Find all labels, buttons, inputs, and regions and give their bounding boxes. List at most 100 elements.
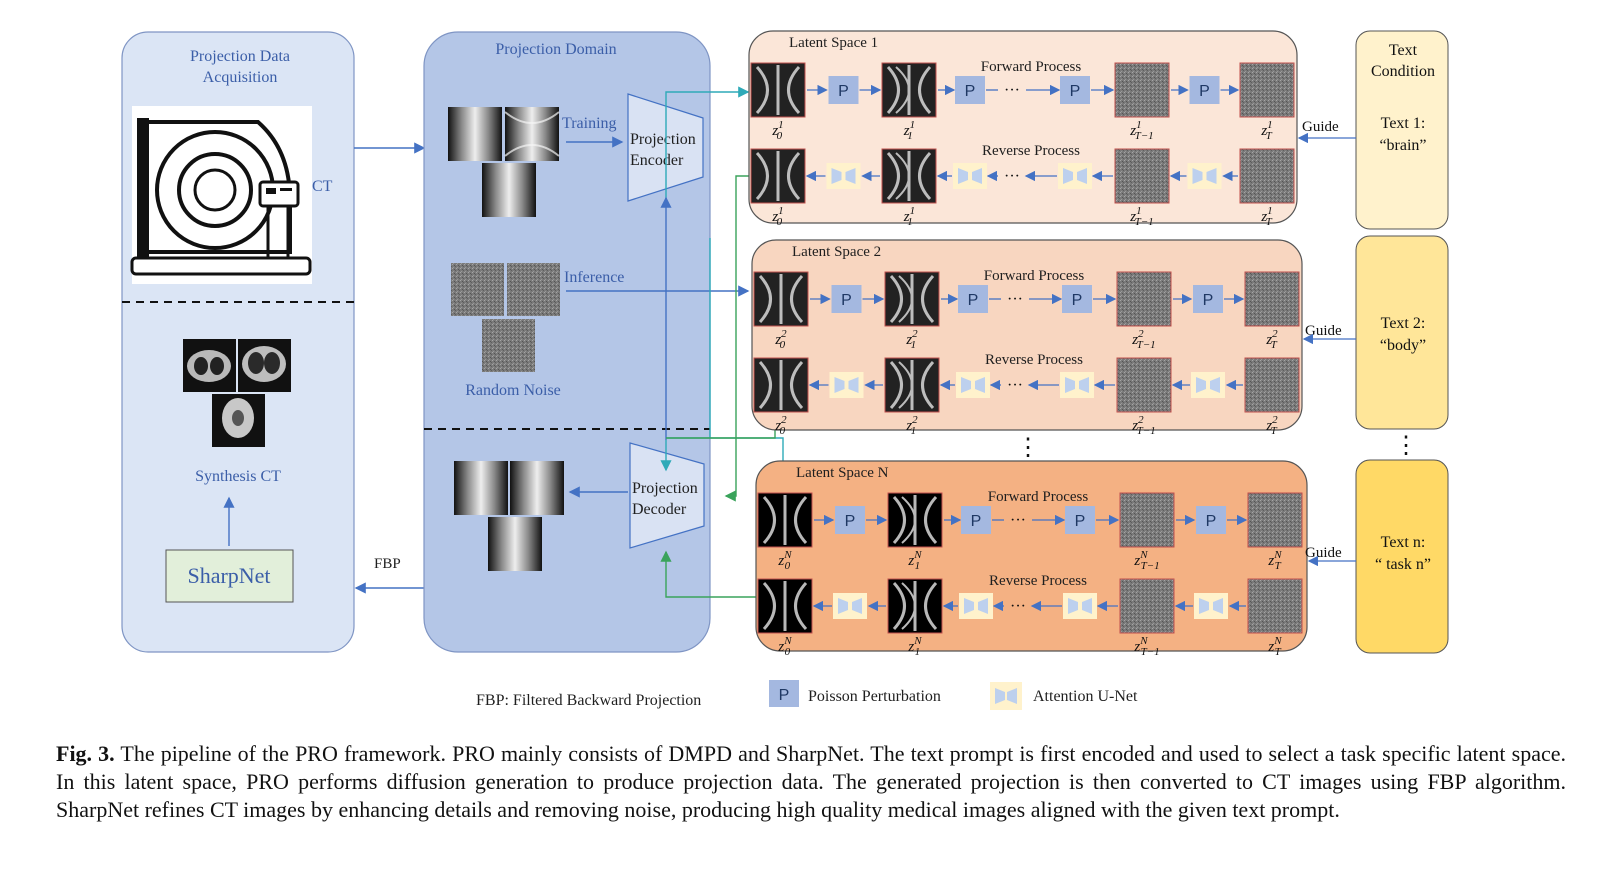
latent-subscript: 1 bbox=[915, 646, 921, 658]
latent-image bbox=[1244, 271, 1300, 327]
latent-subscript: T−1 bbox=[1135, 130, 1154, 142]
figure-caption: Fig. 3. The pipeline of the PRO framewor… bbox=[56, 740, 1566, 824]
latent-superscript: 1 bbox=[1267, 119, 1273, 131]
latent-z: z bbox=[903, 209, 910, 225]
poisson-perturbation-box: P bbox=[961, 506, 991, 534]
latent-image bbox=[1239, 148, 1295, 204]
latent-image bbox=[1119, 492, 1175, 548]
latent-superscript: 1 bbox=[1136, 205, 1142, 217]
latent-superscript: 1 bbox=[778, 205, 784, 217]
poisson-perturbation-box: P bbox=[1193, 285, 1223, 313]
poisson-perturbation-box: P bbox=[955, 76, 985, 104]
latent-superscript: 2 bbox=[1138, 414, 1144, 426]
latent-subscript: 1 bbox=[911, 425, 917, 437]
text-condition-name: Text 1: bbox=[1381, 115, 1426, 132]
attention-unet-icon bbox=[1058, 163, 1092, 189]
p-symbol: P bbox=[965, 83, 976, 100]
latent-superscript: N bbox=[783, 549, 792, 561]
latent-superscript: 1 bbox=[910, 205, 915, 217]
inference-label: Inference bbox=[564, 269, 624, 286]
p-symbol: P bbox=[1203, 292, 1214, 309]
text-condition-header-line2: Condition bbox=[1371, 63, 1435, 80]
ellipsis: ··· bbox=[1004, 82, 1020, 99]
latent-z: z bbox=[1260, 123, 1267, 139]
latent-superscript: 2 bbox=[912, 328, 918, 340]
legend-poisson: Poisson Perturbation bbox=[808, 688, 941, 705]
text-condition-3: Text n:“ task n”Guide bbox=[1305, 459, 1449, 654]
acquisition-title-line2: Acquisition bbox=[203, 69, 278, 86]
latent-z: z bbox=[1265, 332, 1272, 348]
poisson-perturbation-box: P bbox=[1062, 285, 1092, 313]
training-label: Training bbox=[562, 115, 617, 132]
latent-superscript: 1 bbox=[1136, 119, 1142, 131]
latent-superscript: N bbox=[913, 549, 922, 561]
latent-subscript: T−1 bbox=[1135, 216, 1154, 228]
p-symbol: P bbox=[1075, 513, 1086, 530]
latent-superscript: N bbox=[1139, 549, 1148, 561]
latent-subscript: T bbox=[1275, 560, 1282, 572]
latent-superscript: N bbox=[1273, 635, 1282, 647]
poisson-perturbation-box: P bbox=[835, 506, 865, 534]
latent-z: z bbox=[1129, 123, 1136, 139]
latent-superscript: 2 bbox=[781, 414, 787, 426]
latent-z: z bbox=[777, 553, 784, 569]
encoder-label-line2: Encoder bbox=[630, 152, 684, 169]
text-condition-value: “body” bbox=[1380, 337, 1426, 354]
ellipsis: ··· bbox=[1004, 168, 1020, 185]
latent-z: z bbox=[771, 123, 778, 139]
poisson-perturbation-box: P bbox=[828, 76, 859, 104]
p-symbol: P bbox=[1070, 83, 1081, 100]
latent-superscript: 1 bbox=[910, 119, 915, 131]
poisson-perturbation-box: P bbox=[831, 285, 862, 313]
latent-superscript: 2 bbox=[1272, 414, 1278, 426]
p-symbol: P bbox=[1072, 292, 1083, 309]
latent-subscript: 0 bbox=[780, 339, 786, 351]
decoded-sinograms bbox=[454, 461, 564, 571]
latent-image bbox=[1119, 578, 1175, 634]
attention-unet-icon bbox=[959, 593, 993, 619]
caption-text: The pipeline of the PRO framework. PRO m… bbox=[56, 741, 1567, 822]
forward-process-label: Forward Process bbox=[981, 59, 1082, 75]
latent-subscript: 1 bbox=[915, 560, 921, 572]
sharpnet-box bbox=[165, 549, 294, 603]
attention-unet-icon bbox=[1063, 593, 1097, 619]
ellipsis: ··· bbox=[1007, 291, 1023, 308]
latent-z: z bbox=[771, 209, 778, 225]
latent-z: z bbox=[905, 332, 912, 348]
latent-subscript: 0 bbox=[785, 560, 791, 572]
latent-image bbox=[1239, 62, 1295, 118]
attention-unet-icon bbox=[956, 372, 990, 398]
latent-subscript: 0 bbox=[777, 130, 783, 142]
latent-z: z bbox=[1131, 332, 1138, 348]
latent-z: z bbox=[774, 332, 781, 348]
latent-subscript: T bbox=[1275, 646, 1282, 658]
latent-subscript: T bbox=[1271, 339, 1278, 351]
legend-attention-unet-icon bbox=[990, 682, 1022, 710]
latent-image bbox=[1247, 578, 1303, 634]
latent-subscript: 0 bbox=[777, 216, 783, 228]
ellipsis: ··· bbox=[1007, 377, 1023, 394]
attention-unet-icon bbox=[1060, 372, 1094, 398]
latent-z: z bbox=[774, 418, 781, 434]
fbp-label: FBP bbox=[374, 556, 401, 572]
poisson-perturbation-box: P bbox=[1060, 76, 1090, 104]
latent-image bbox=[1116, 271, 1172, 327]
latent-subscript: T bbox=[1266, 130, 1273, 142]
latent-superscript: N bbox=[1273, 549, 1282, 561]
projection-domain-title: Projection Domain bbox=[495, 41, 616, 58]
attention-unet-icon bbox=[953, 163, 987, 189]
latent-subscript: T−1 bbox=[1137, 425, 1156, 437]
